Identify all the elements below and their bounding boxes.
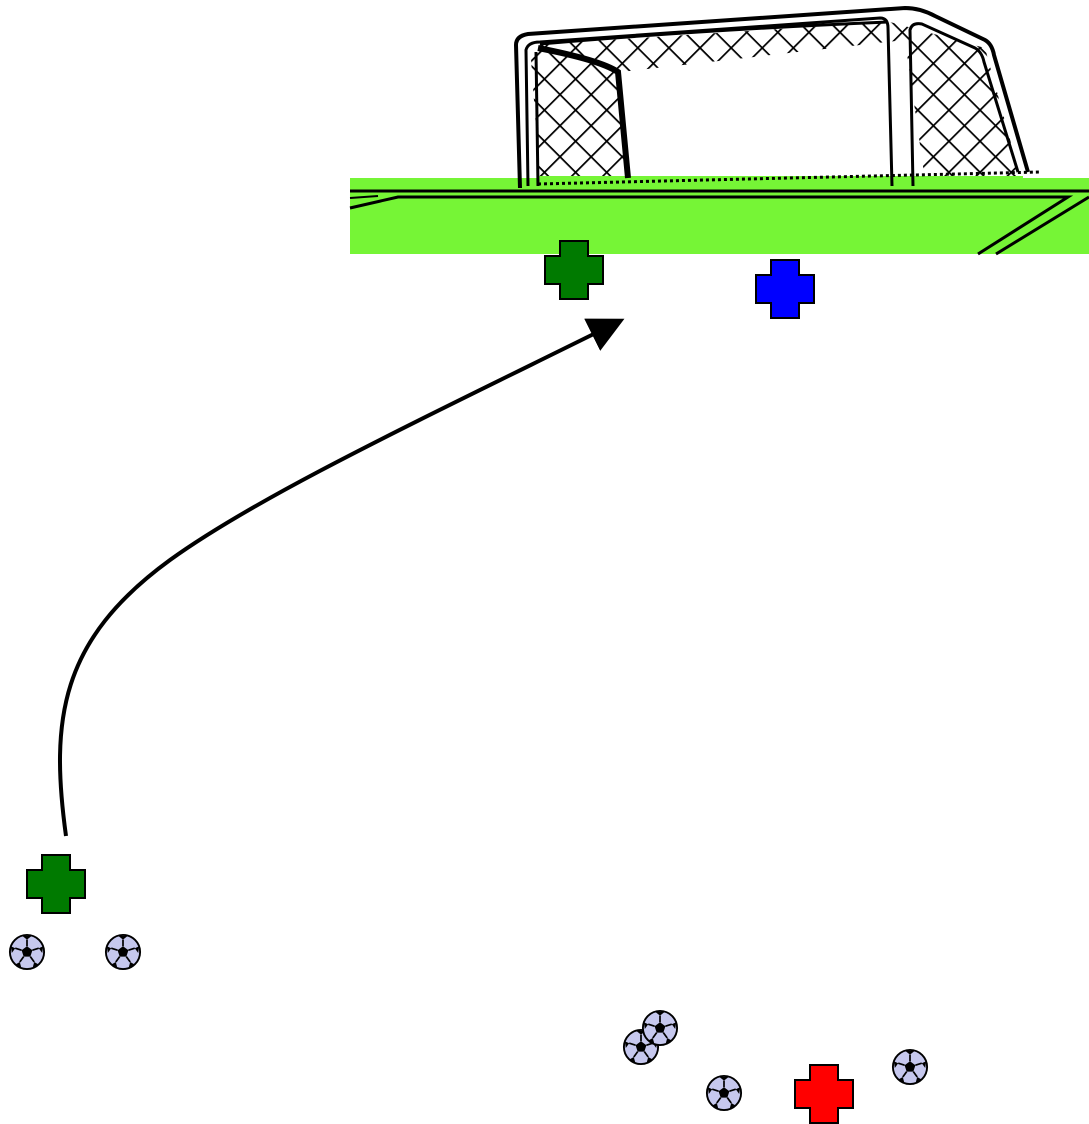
player-server-cross-marker-icon [795,1065,853,1123]
soccer-goal-icon [516,8,1040,188]
soccer-ball-icon [106,935,140,969]
player-defender-goalkeeper-cross-marker-icon [756,260,814,318]
soccer-ball-icon [893,1050,927,1084]
soccer-ball-icon [707,1076,741,1110]
movement-arrow-icon [60,322,618,836]
pitch-grass [350,178,1089,254]
player-attacker-wing-cross-marker-icon [27,855,85,913]
soccer-ball-icon [10,935,44,969]
soccer-ball-icon [643,1011,677,1045]
